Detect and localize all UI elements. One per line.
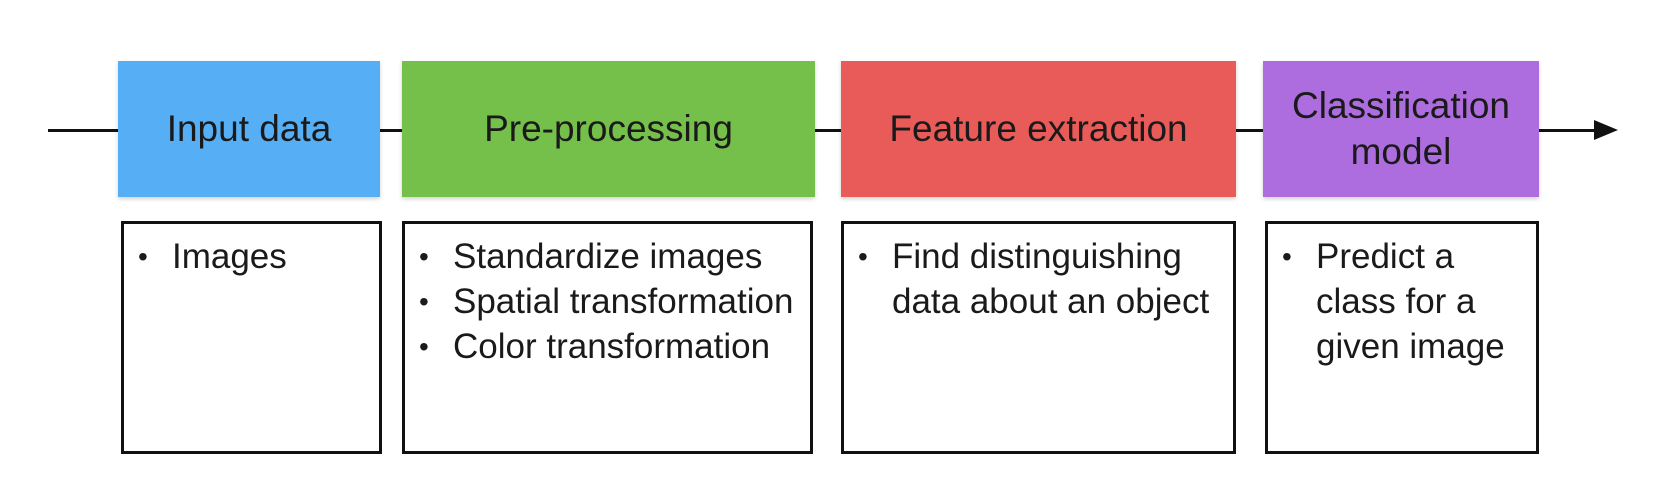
stage-title: Feature extraction xyxy=(889,107,1188,149)
bullet-text: Spatial transformation xyxy=(453,282,794,321)
bullet-text: Find distinguishing data about an object xyxy=(892,237,1210,321)
stage-classification-model-header: Classification model xyxy=(1263,61,1539,197)
bullet-text: Predict a class for a given image xyxy=(1316,237,1505,366)
bullet-icon: • xyxy=(419,331,429,362)
stage-pre-processing-header: Pre-processing xyxy=(402,61,815,197)
bullet-icon: • xyxy=(858,241,868,272)
bullet-list: • Predict a class for a given image xyxy=(1278,234,1528,369)
bullet-item: • Images xyxy=(134,234,371,279)
bullet-icon: • xyxy=(419,241,429,272)
bullet-text: Images xyxy=(172,237,287,276)
stage-pre-processing-details: • Standardize images • Spatial transform… xyxy=(402,221,813,454)
stage-title: Pre-processing xyxy=(484,107,733,149)
bullet-text: Color transformation xyxy=(453,327,771,366)
stage-title: Classification model xyxy=(1292,84,1510,172)
bullet-item: • Spatial transformation xyxy=(415,279,802,324)
stage-title: Input data xyxy=(166,107,332,149)
bullet-icon: • xyxy=(1282,241,1292,272)
stage-classification-model-details: • Predict a class for a given image xyxy=(1265,221,1539,454)
bullet-item: • Standardize images xyxy=(415,234,802,279)
bullet-list: • Standardize images • Spatial transform… xyxy=(415,234,802,369)
bullet-item: • Predict a class for a given image xyxy=(1278,234,1528,369)
bullet-icon: • xyxy=(138,241,148,272)
bullet-icon: • xyxy=(419,286,429,317)
stage-feature-extraction-details: • Find distinguishing data about an obje… xyxy=(841,221,1236,454)
bullet-list: • Images xyxy=(134,234,371,279)
flow-line xyxy=(48,129,1600,132)
arrow-right-icon xyxy=(1594,120,1618,140)
stage-input-data-details: • Images xyxy=(121,221,382,454)
bullet-item: • Find distinguishing data about an obje… xyxy=(854,234,1225,324)
stage-input-data-header: Input data xyxy=(118,61,380,197)
bullet-text: Standardize images xyxy=(453,237,763,276)
bullet-item: • Color transformation xyxy=(415,324,802,369)
bullet-list: • Find distinguishing data about an obje… xyxy=(854,234,1225,324)
stage-feature-extraction-header: Feature extraction xyxy=(841,61,1236,197)
